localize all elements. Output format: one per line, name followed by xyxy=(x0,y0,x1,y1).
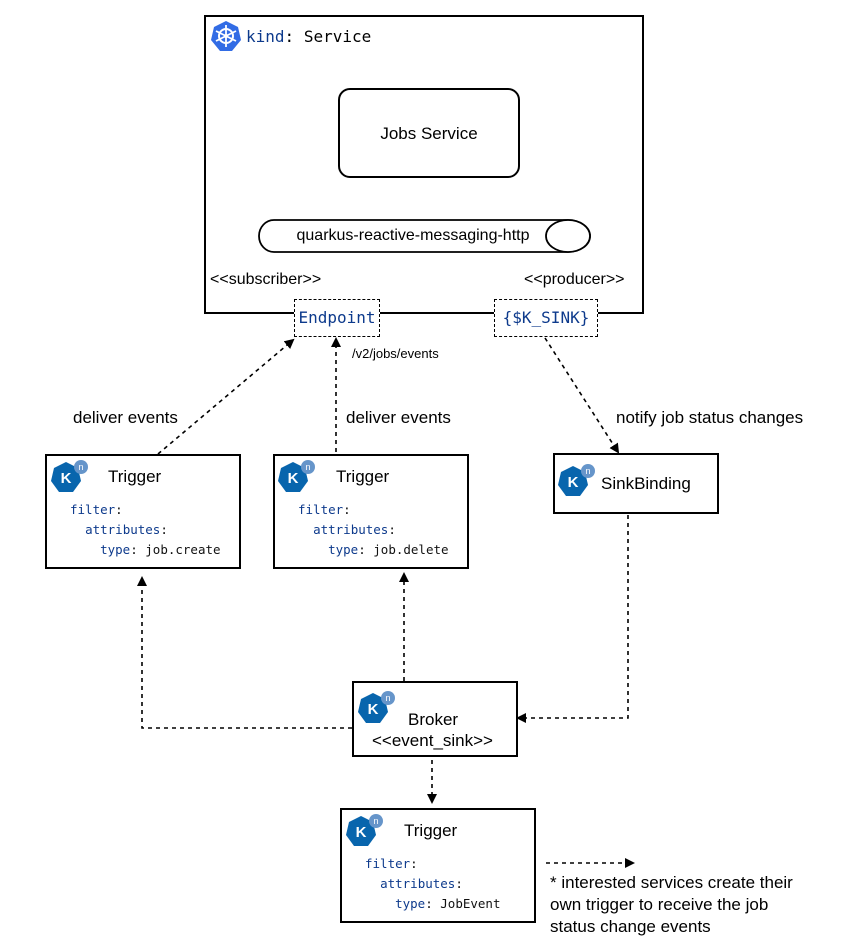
messaging-addon-shape xyxy=(258,219,591,253)
trigger-title: Trigger xyxy=(336,467,390,486)
knative-k-icon: K n xyxy=(358,691,395,723)
filter-key: filter xyxy=(365,856,411,871)
endpoint-port: Endpoint xyxy=(294,299,380,337)
type-value: job.create xyxy=(145,542,221,557)
notify-label: notify job status changes xyxy=(616,408,804,427)
type-key: type xyxy=(328,542,359,557)
svg-text:n: n xyxy=(373,816,378,826)
svg-text:K: K xyxy=(288,470,299,487)
interested-services-note: * interested services create their own t… xyxy=(550,872,793,938)
note-line-1: * interested services create their xyxy=(550,873,793,892)
svg-text:K: K xyxy=(61,470,72,487)
kind-value: Service xyxy=(303,27,372,46)
ksink-port: {$K_SINK} xyxy=(494,299,598,337)
edge-sinkbinding-to-broker xyxy=(516,515,629,723)
attributes-key: attributes xyxy=(380,876,456,891)
filter-key: filter xyxy=(70,502,116,517)
service-kind-label: kind: Service xyxy=(246,27,371,46)
attributes-key: attributes xyxy=(313,522,389,537)
subscriber-stereotype: <<subscriber>> xyxy=(210,271,322,288)
knative-k-icon: K n xyxy=(346,814,383,846)
messaging-addon-label: quarkus-reactive-messaging-http xyxy=(296,227,530,244)
broker-stereotype: <<event_sink>> xyxy=(372,731,493,750)
type-key: type xyxy=(395,896,426,911)
knative-k-icon: K n xyxy=(558,464,595,496)
note-line-2: own trigger to receive the job xyxy=(550,895,769,914)
sinkbinding-title: SinkBinding xyxy=(601,474,691,493)
svg-text:K: K xyxy=(356,824,367,841)
note-line-3: status change events xyxy=(550,917,711,936)
kind-key: kind xyxy=(246,27,285,46)
type-key: type xyxy=(100,542,131,557)
edge-trigger1-to-endpoint xyxy=(157,338,295,455)
type-value: JobEvent xyxy=(440,896,501,911)
deliver-events-label-right: deliver events xyxy=(346,408,451,427)
endpoint-path-label: /v2/jobs/events xyxy=(352,346,439,361)
producer-stereotype: <<producer>> xyxy=(524,271,625,288)
trigger-filter-yaml: filter: attributes: type: job.delete xyxy=(298,502,449,557)
svg-text:n: n xyxy=(585,466,590,476)
jobs-service-label: Jobs Service xyxy=(380,124,478,143)
broker-title: Broker xyxy=(408,710,459,729)
svg-text:K: K xyxy=(368,701,379,718)
jobs-service-box xyxy=(338,88,520,178)
deliver-events-label-left: deliver events xyxy=(73,408,178,427)
attributes-key: attributes xyxy=(85,522,161,537)
svg-text:n: n xyxy=(305,462,310,472)
trigger-filter-yaml: filter: attributes: type: job.create xyxy=(70,502,221,557)
trigger-title: Trigger xyxy=(108,467,162,486)
knative-k-icon: K n xyxy=(278,460,315,492)
filter-key: filter xyxy=(298,502,344,517)
type-value: job.delete xyxy=(373,542,449,557)
svg-text:n: n xyxy=(78,462,83,472)
kubernetes-helm-icon xyxy=(211,21,241,51)
svg-text:K: K xyxy=(568,474,579,491)
knative-k-icon: K n xyxy=(51,460,88,492)
edge-ksink-to-sinkbinding xyxy=(544,337,620,454)
svg-text:n: n xyxy=(385,693,390,703)
edge-broker-to-trigger1 xyxy=(137,576,352,729)
kind-sep: : xyxy=(284,27,295,46)
trigger-filter-yaml: filter: attributes: type: JobEvent xyxy=(365,856,501,911)
trigger-title: Trigger xyxy=(404,821,458,840)
